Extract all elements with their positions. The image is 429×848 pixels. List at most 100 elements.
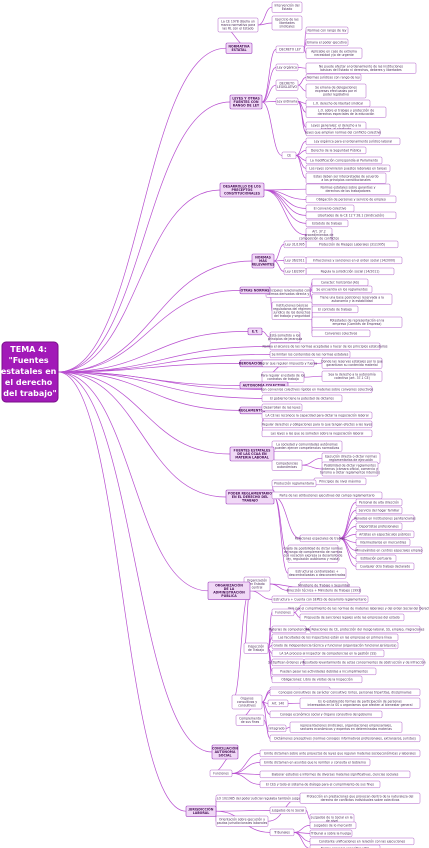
map-node-n127[interactable]: Juzgados de lo mercantil (309, 821, 357, 830)
map-node-n23[interactable]: Los reyes convinieron puestos laborales … (305, 164, 391, 173)
map-node-n5[interactable]: Normas con rango de ley (305, 26, 349, 35)
map-node-n22[interactable]: La modificación correspondía al Parlamen… (305, 156, 383, 165)
map-node-n80[interactable]: Relaciones especiales de trabajo (295, 534, 346, 543)
map-node-n21[interactable]: Derecho de la Seguridad Pública (305, 146, 367, 155)
map-node-n74[interactable]: Parte de las atribuciones ejecutivas del… (271, 491, 383, 500)
map-node-n95[interactable]: Materias de competencias (269, 625, 310, 634)
map-node-n77[interactable]: Penados en instituciones penitenciarias (354, 514, 416, 523)
map-node-n16[interactable]: L.O. derecho de libertad sindical (305, 99, 371, 108)
map-node-n6[interactable]: Emana el poder ejecutivo (305, 38, 349, 47)
map-node-n104[interactable]: Obligaciones: Libro de visitas de la Ins… (271, 675, 363, 684)
map-node-n33[interactable]: Protección de Riesgos Laborales (31/1995… (305, 240, 399, 249)
map-node-n25[interactable]: CE (281, 151, 297, 160)
map-node-n40[interactable]: Caracter: horizontal (AS) (311, 278, 369, 287)
map-node-n112[interactable]: Integrado (267, 724, 287, 733)
map-node-n65[interactable]: Las leyes a las que se someten sobre la … (261, 429, 373, 438)
map-node-n107[interactable]: Art. 140 (267, 699, 289, 708)
map-node-n59[interactable]: Son convenios colectivos rígidos en mate… (261, 385, 374, 394)
map-node-n37[interactable]: Ley 36/2011 (283, 256, 307, 265)
map-node-n117[interactable]: Emite dictamen en asuntos que le remiten… (259, 758, 371, 767)
map-node-n20[interactable]: Ley orgánica para el ordenamiento jurídi… (305, 137, 401, 146)
map-node-n36[interactable]: Infracciones y sanciones en el orden soc… (305, 256, 403, 265)
map-node-n62[interactable]: Desarrollan de las leyes (261, 403, 303, 412)
map-node-n60[interactable]: El gobierno tiene la potestad de dictarl… (261, 394, 343, 403)
map-node-n29[interactable]: El convenio colectivo (305, 204, 355, 213)
map-node-n15[interactable]: Ley ordinaria (275, 97, 299, 106)
map-node-n49[interactable]: E.T. (247, 327, 263, 336)
map-node-n119[interactable]: Elaborar estudios e informes de diversas… (259, 770, 411, 779)
map-node-n42[interactable]: OTRAS NORMAS (239, 286, 271, 295)
map-node-n45[interactable]: El contrato de trabajo (311, 305, 359, 314)
map-node-n30[interactable]: Libertades de la CE 12 Y 28.1 (Sindicaci… (305, 211, 397, 220)
map-node-n19[interactable]: Leyes que amplían normas del conflicto c… (305, 128, 382, 137)
map-node-n54[interactable]: Lograr que regulen impuesto y fuerza (259, 359, 318, 368)
map-node-n44[interactable]: Tiene una base posiciones reservada a la… (311, 293, 393, 305)
map-node-n24[interactable]: Estas deben ser interpretadas de acuerdo… (305, 172, 387, 184)
map-node-n11[interactable]: Normas jurídicas con rango de ley (305, 73, 362, 82)
map-node-n99[interactable]: Grado de independencia técnica y funcion… (271, 641, 399, 650)
map-node-n78[interactable]: Deportistas profesionales (355, 522, 403, 531)
map-node-n81[interactable]: Intermediarios en mercantiles (355, 538, 411, 547)
root-node[interactable]: TEMA 4: "Fuentes estatales en el derecho… (1, 341, 59, 403)
map-node-n88[interactable]: Dirección técnica + Ministerio de Trabaj… (287, 586, 362, 595)
map-node-n113[interactable]: representaciones sindicales, organizacio… (289, 721, 403, 733)
map-node-n43[interactable]: Se encuentra en los reglamentos (311, 285, 373, 294)
map-node-n72[interactable]: Producción reglamentaria (271, 479, 317, 488)
map-node-n10[interactable]: Ley orgánica (275, 63, 299, 72)
map-node-n82[interactable]: Minusválidos en centros especiales emple… (355, 546, 423, 555)
map-node-n118[interactable]: Funciones (209, 769, 233, 778)
map-node-n108[interactable]: Es lo establecido formas de participació… (299, 697, 421, 709)
map-node-n63[interactable]: LA CE las reconoce la capacidad para dic… (261, 411, 373, 420)
map-node-n39[interactable]: Ley 18/2007 (283, 267, 307, 276)
map-node-n28[interactable]: Obligación de personas y servicio de emp… (305, 195, 397, 204)
map-node-n120[interactable]: El CES y todo el sistema de diálogo para… (259, 780, 381, 789)
map-node-n84[interactable]: Cualquier otro trabajo declarado (355, 562, 415, 571)
map-node-n34[interactable]: Ley 31/1995 (283, 240, 307, 249)
map-node-n110[interactable]: Consejo económico social y Órgano consul… (269, 710, 383, 719)
map-node-n83[interactable]: Estibación portuaria (355, 554, 397, 563)
map-node-n75[interactable]: Personal de alta dirección (355, 498, 403, 507)
map-node-n103[interactable]: Pueden pasar las actividades debidas a i… (271, 667, 377, 676)
map-node-n116[interactable]: Emite dictamen sobre ante proyectos de l… (259, 749, 421, 758)
map-node-n51[interactable]: Norma el alcance de las normas aceptadas… (263, 342, 388, 351)
map-node-n76[interactable]: Servicio del hogar familiar (355, 506, 403, 515)
map-node-n128[interactable]: Tribunal a sobre la huelga (309, 829, 353, 838)
map-node-n129[interactable]: Tribunales (269, 828, 295, 837)
map-node-n71[interactable]: Principios de nivel máximo (313, 477, 367, 486)
map-node-n31[interactable]: Estatuto de trabajo (305, 219, 349, 228)
map-node-n38[interactable]: Regula la jurisdicción social (14/2011) (305, 267, 395, 276)
map-node-n130[interactable]: Constante unificaciones en relación con … (309, 837, 415, 846)
map-node-n123[interactable]: Protección en prestaciones que provocan … (299, 792, 421, 804)
map-node-n93[interactable]: Funciones (271, 608, 295, 617)
map-node-n94[interactable]: Propuesta de sanciones legales ante las … (299, 613, 405, 622)
map-node-n96[interactable]: RL, Relaciones de CE, protección del rie… (306, 625, 425, 634)
